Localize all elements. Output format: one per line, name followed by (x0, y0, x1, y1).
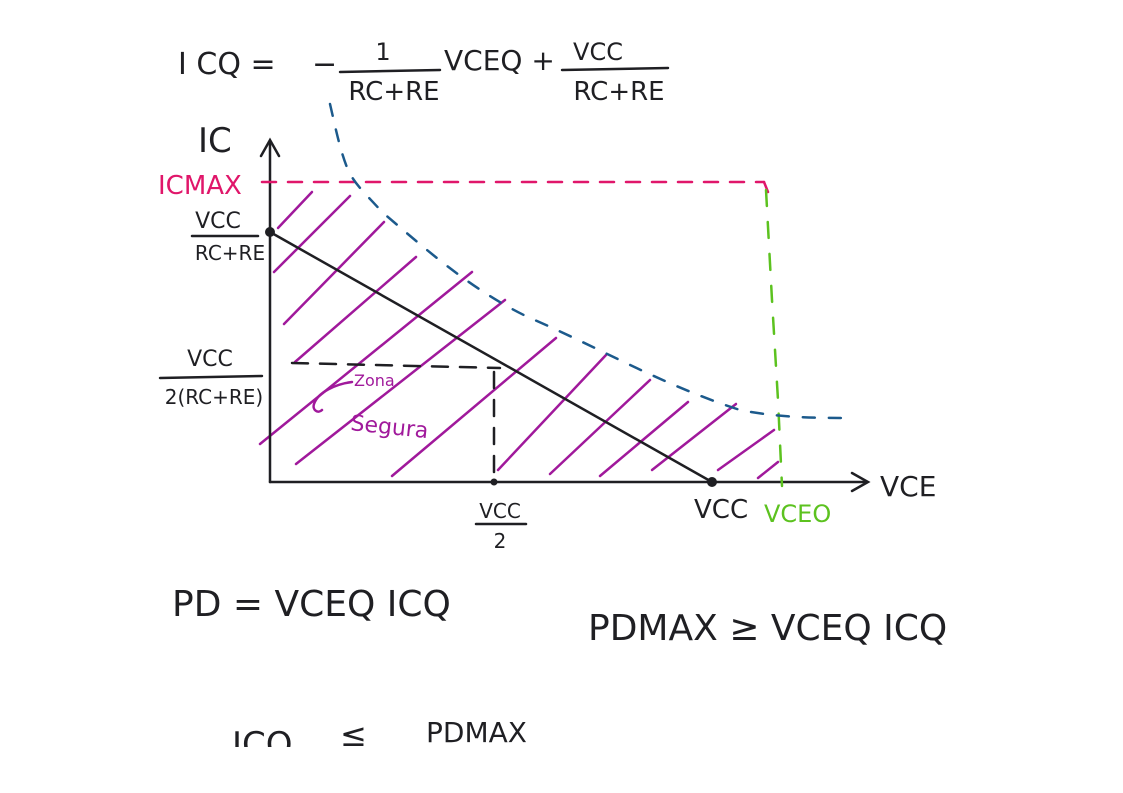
loadline-term: VCEQ + (444, 44, 555, 77)
y-axis-label: IC (198, 121, 232, 161)
y-half-denominator: 2(RC+RE) (165, 385, 264, 409)
hatch-stroke (548, 378, 652, 476)
safe-zone-label-line2: Segura (349, 411, 429, 444)
graph-axes (259, 137, 871, 493)
q-point-projection (290, 361, 502, 484)
hatch-stroke (276, 190, 314, 230)
hatch-stroke (272, 194, 352, 274)
hatch-stroke (282, 220, 386, 326)
x-axis-label: VCE (880, 470, 936, 503)
icmax-limit (260, 180, 770, 194)
y-half-numerator: VCC (187, 347, 233, 372)
y-intercept-denominator: RC+RE (195, 241, 265, 265)
frac2-numerator: VCC (573, 38, 623, 66)
hatch-stroke (598, 400, 690, 478)
x-half-denominator: 2 (494, 529, 507, 553)
hatch-stroke (650, 402, 738, 472)
frac1-numerator: 1 (375, 38, 390, 66)
load-line (268, 230, 714, 484)
safe-zone-pointer-curve (312, 380, 354, 413)
y-intercept-label: VCC RC+RE (190, 209, 265, 265)
load-line-y-intercept-point (265, 227, 275, 237)
q-point-horizontal-dash (290, 361, 502, 370)
y-half-bar (158, 374, 264, 380)
power-max-inequality: PDMAX ≥ VCEQ ICQ (588, 608, 947, 649)
power-equation: PD = VCEQ ICQ (172, 584, 451, 625)
hatch-stroke (716, 428, 776, 472)
safe-zone-hatching (258, 190, 780, 480)
x-half-numerator: VCC (479, 499, 521, 523)
bottom-crop-mask (0, 747, 1123, 793)
y-axis-arrow (259, 137, 281, 158)
vceo-dashed-line (764, 188, 784, 488)
hatch-stroke (258, 270, 474, 446)
x-axis-arrow (850, 471, 871, 493)
loadline-equation: I CQ = − 1 RC+RE VCEQ + VCC RC+RE (178, 38, 670, 107)
hatch-stroke (390, 336, 558, 478)
hatch-stroke (293, 255, 418, 364)
frac2-bar (560, 66, 670, 72)
hatch-stroke (496, 353, 608, 472)
x-intercept-label: VCC (694, 495, 748, 525)
y-intercept-numerator: VCC (195, 209, 241, 234)
y-half-label: VCC 2(RC+RE) (158, 347, 264, 409)
vcc-half-tick-point (490, 478, 498, 486)
icmax-label: ICMAX (158, 171, 242, 201)
frac1-bar (338, 68, 442, 74)
x-half-label: VCC 2 (474, 499, 528, 553)
icmax-corner (762, 180, 770, 194)
load-line-x-intercept-point (707, 477, 717, 487)
loadline-lhs: I CQ = (178, 47, 276, 82)
vceo-label: VCEO (764, 500, 831, 528)
hatch-stroke (294, 298, 507, 466)
hatch-stroke (756, 460, 780, 480)
safe-zone-label-line1: Zona (354, 371, 395, 390)
loadline-minus-sign: − (312, 47, 337, 82)
partial-rhs: PDMAX (426, 716, 527, 749)
frac1-denominator: RC+RE (348, 77, 439, 107)
safe-zone-annotation: Zona Segura (312, 371, 429, 444)
frac2-denominator: RC+RE (573, 77, 664, 107)
